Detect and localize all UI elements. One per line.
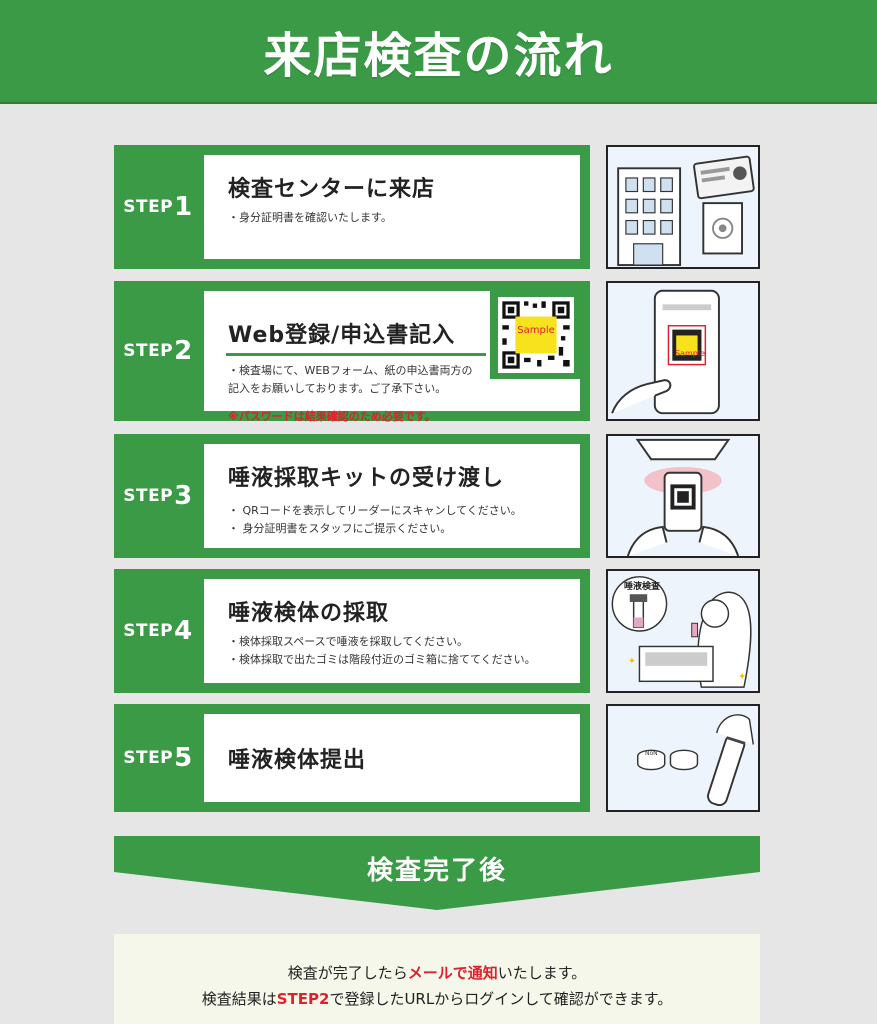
step-3-bullet-1: ・ QRコードを表示してリーダーにスキャンしてください。 [228,504,522,517]
page-header: 来店検査の流れ [0,0,877,104]
qr-code-icon [502,301,570,369]
step-2-title-underline [226,353,486,356]
step-3-bullet-2: ・ 身分証明書をスタッフにご提示ください。 [228,522,452,535]
completion-banner: 検査完了後 [114,836,760,910]
step-5-cup-label: NoN [645,750,658,757]
step-1-illustration [606,145,760,269]
step-1-card: 検査センターに来店 ・身分証明書を確認いたします。 [204,155,580,259]
building-id-card-icon [617,155,755,267]
step-3-title: 唾液採取キットの受け渡し [228,466,505,491]
notice-line-2: 検査結果はSTEP2で登録したURLからログインして確認ができます。 [201,990,673,1008]
step-1-title: 検査センターに来店 [228,177,436,202]
step-5-illustration: NoN [606,704,760,812]
step-3-card: 唾液採取キットの受け渡し ・ QRコードを表示してリーダーにスキャンしてください… [204,444,580,548]
step-4-bullet-1: ・検体採取スペースで唾液を採取してください。 [228,635,469,648]
step-2-card: Web登録/申込書記入 ・検査場にて、WEBフォーム、紙の申込書両方の 記入をお… [204,291,580,423]
step-4-title: 唾液検体の採取 [228,601,390,626]
sample-tube-cups-icon [637,714,755,807]
page-title: 来店検査の流れ [263,28,614,84]
step-2-bullet-1: ・検査場にて、WEBフォーム、紙の申込書両方の [228,364,473,377]
step-2-phone-sample-label: Sample [675,349,705,358]
step-2-illustration: Sample [606,281,760,421]
banner-arrow-shape [114,836,760,910]
step-5-title: 唾液検体提出 [228,748,367,773]
step-2-note: ※パスワードは結果確認のため必要です。 [228,410,436,423]
banner-title: 検査完了後 [366,856,507,886]
step-2-title: Web登録/申込書記入 [228,323,456,348]
step-2-qr-frame: Sample [490,291,580,379]
svg-text:✦: ✦ [628,656,636,667]
step-1-bullet-1: ・身分証明書を確認いたします。 [228,211,392,224]
svg-text:✦: ✦ [738,671,746,682]
step-2-qr-sample-label: Sample [517,325,555,336]
step-4-card: 唾液検体の採取 ・検体採取スペースで唾液を採取してください。 ・検体採取で出たゴ… [204,579,580,683]
step-3-illustration [606,434,760,558]
step-2-bullet-2: 記入をお願いしております。ご了承下さい。 [228,382,447,395]
step-5-card: 唾液検体提出 [204,714,580,802]
step-4-tube-label: 唾液検査 [624,582,661,592]
step-4-illustration: ✦ ✦ 唾液検査 [606,569,760,693]
notice-line-1: 検査が完了したらメールで通知いたします。 [287,964,587,982]
step-2-qr-code: Sample [498,297,574,373]
saliva-collection-icon: ✦ ✦ [611,576,752,688]
completion-notice: 検査が完了したらメールで通知いたします。 検査結果はSTEP2で登録したURLか… [114,934,760,1024]
step-4-bullet-2: ・検体採取で出たゴミは階段付近のゴミ箱に捨ててください。 [228,653,536,666]
qr-reader-scan-icon [626,438,740,556]
phone-qr-icon [611,289,720,415]
